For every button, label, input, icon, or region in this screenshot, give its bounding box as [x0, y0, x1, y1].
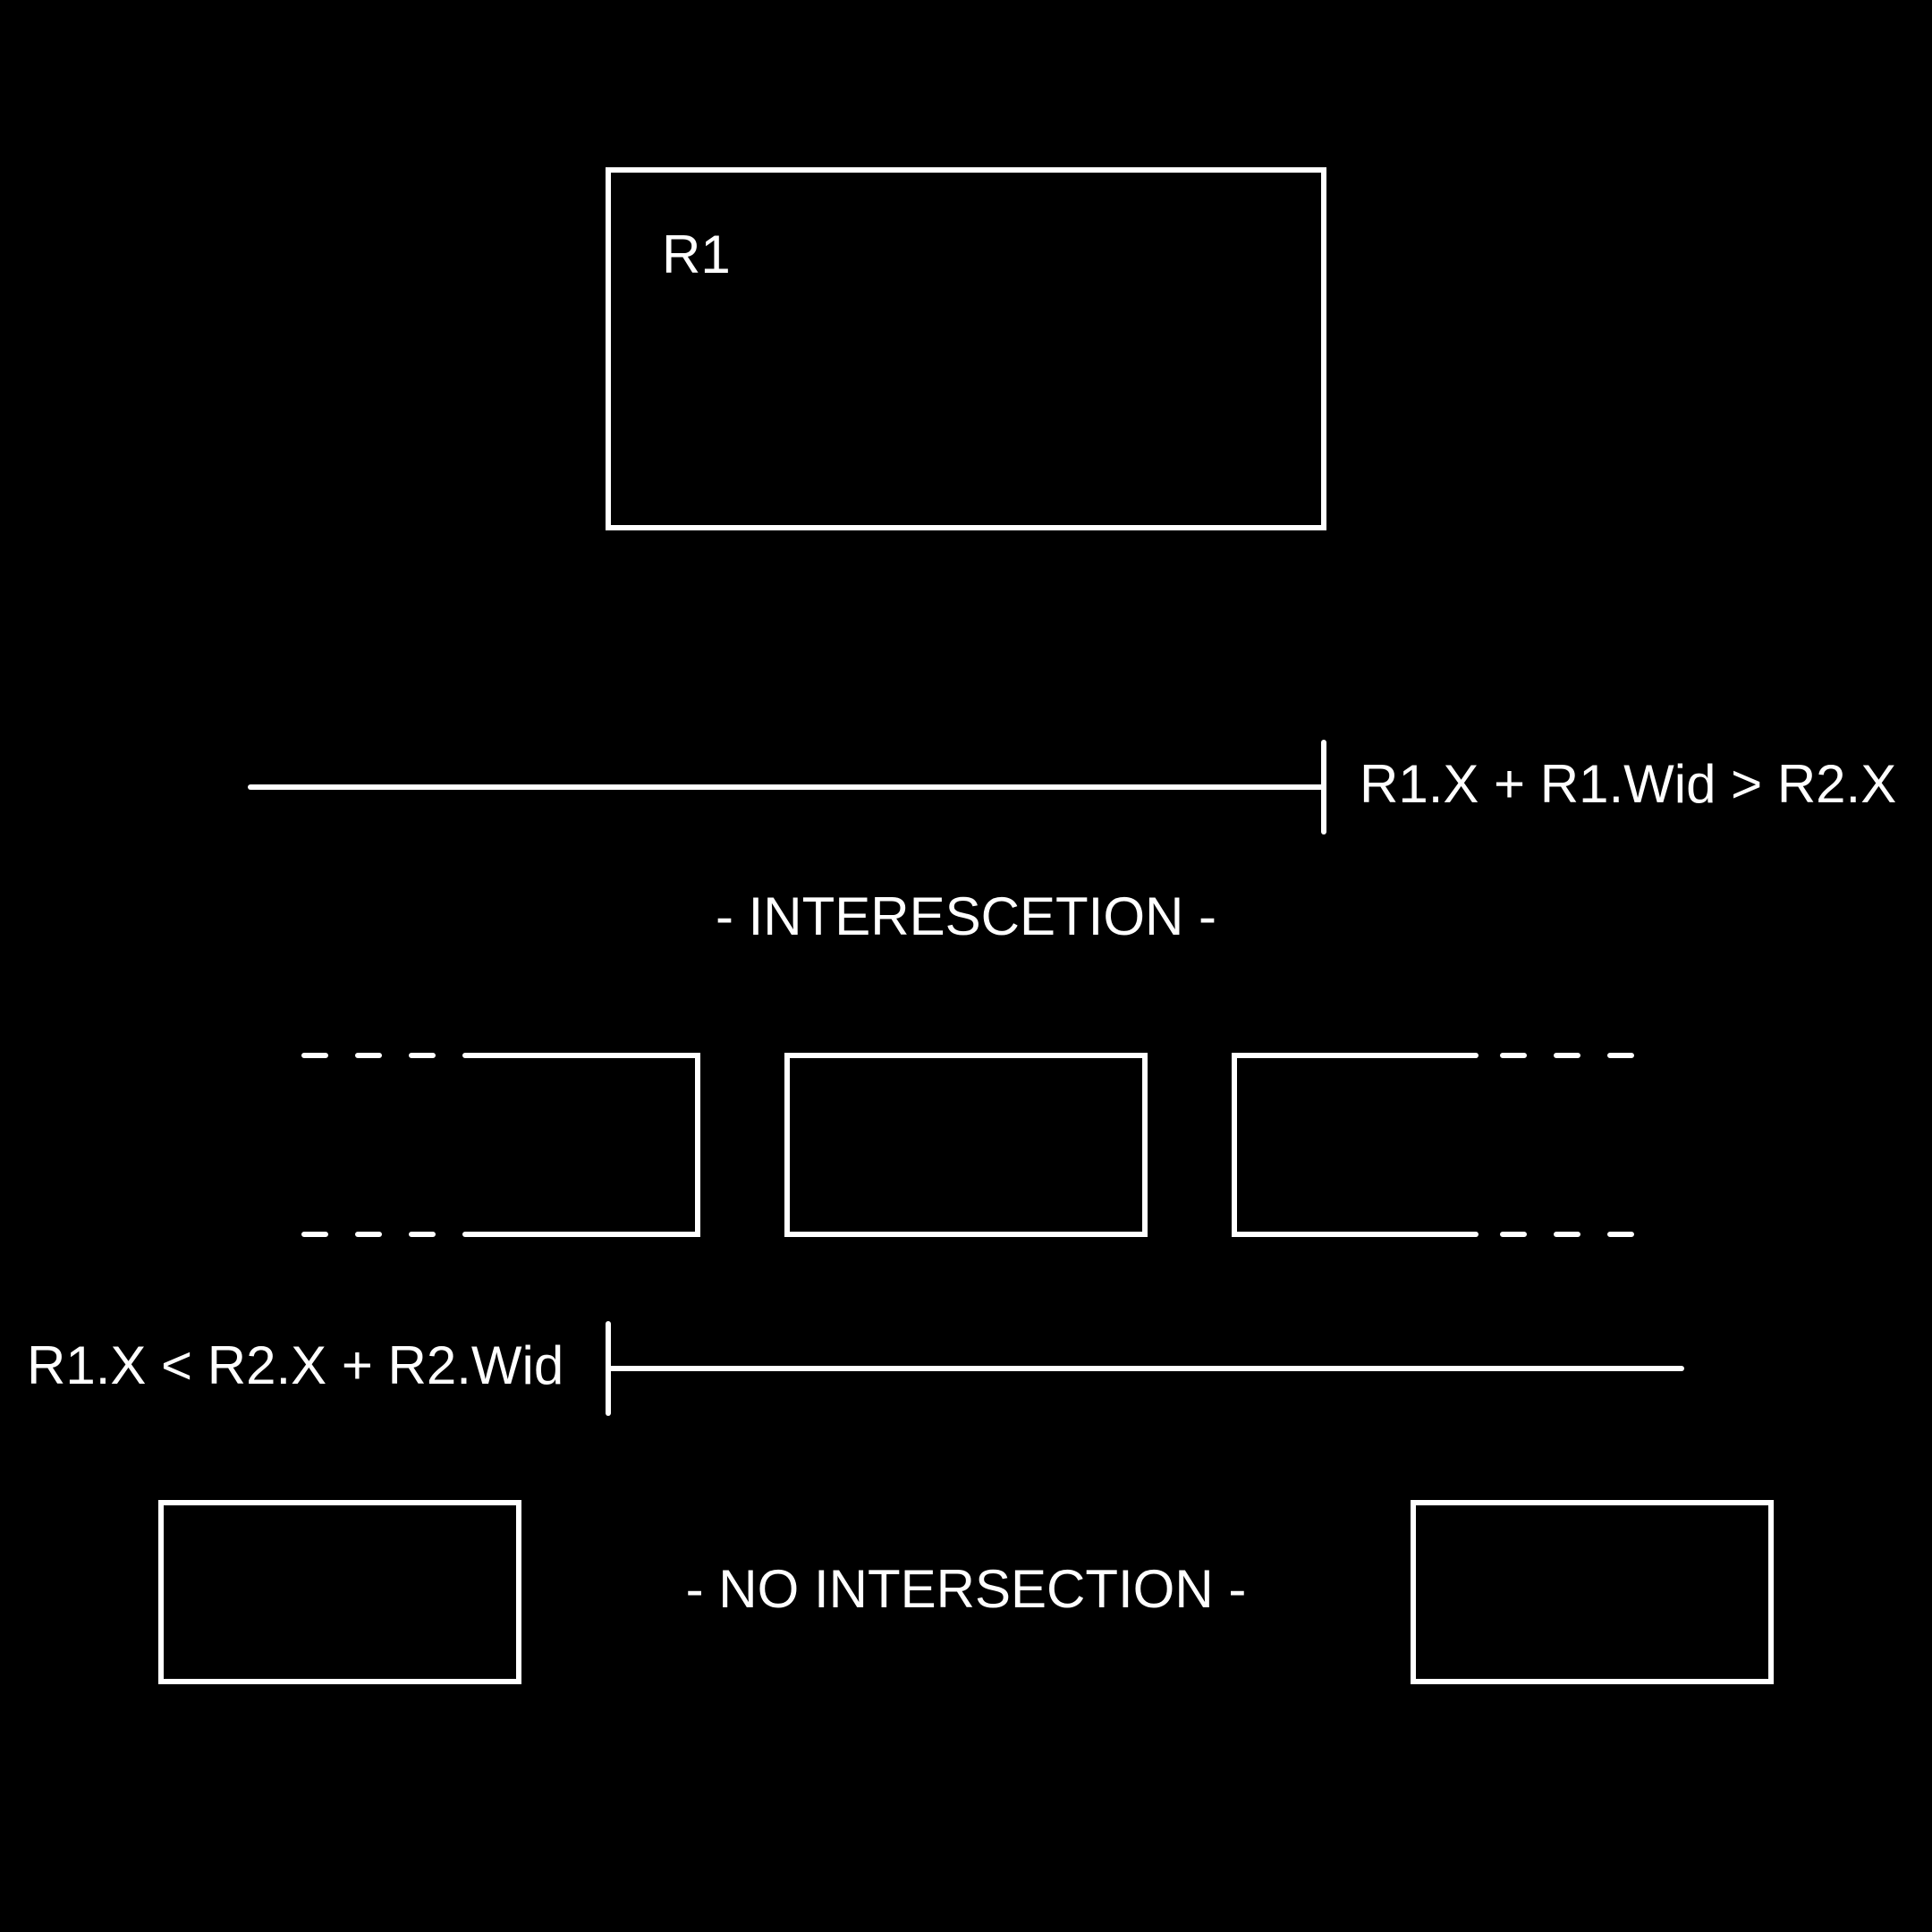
- left-edge-condition-text: R1.X < R2.X + R2.Wid: [27, 1335, 564, 1395]
- r1-label: R1: [662, 225, 731, 284]
- no-overlap-left-rectangle: [158, 1500, 521, 1684]
- right-edge-condition-line: [248, 740, 1326, 835]
- no-intersection-caption: - NO INTERSECTION -: [686, 1559, 1247, 1619]
- overlap-center-rectangle: [784, 1053, 1148, 1237]
- overlap-left-rectangle: [301, 1053, 700, 1237]
- r1-rectangle: [606, 167, 1326, 530]
- no-overlap-right-rectangle: [1411, 1500, 1774, 1684]
- right-edge-condition-text: R1.X + R1.Wid > R2.X: [1360, 754, 1896, 814]
- overlap-right-rectangle: [1232, 1053, 1635, 1237]
- left-edge-condition-line: [606, 1321, 1684, 1416]
- intersection-caption: - INTERESCETION -: [716, 886, 1216, 946]
